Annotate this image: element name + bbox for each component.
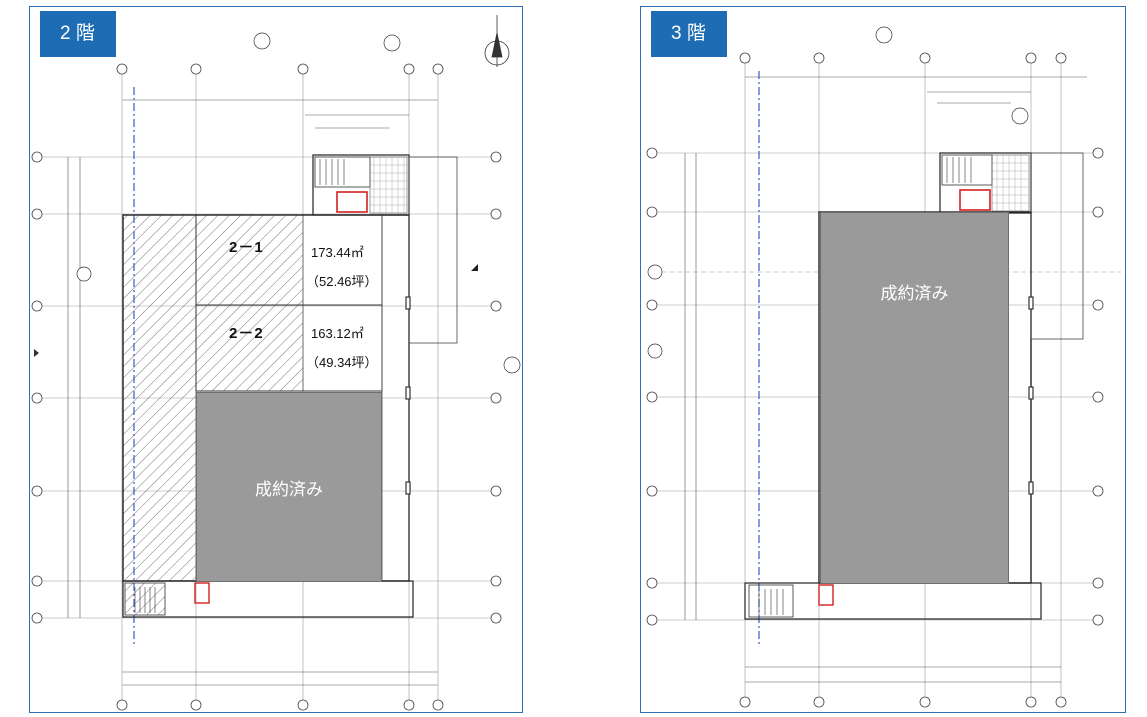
unit-area-2-1: 173.44㎡ — [311, 245, 364, 260]
sold-area-2f: 成約済み — [196, 392, 382, 582]
floor-label-2f: 2 階 — [40, 11, 116, 57]
floor-plan-3f-drawing — [646, 26, 1121, 708]
floor-label-3f: 3 階 — [651, 11, 727, 57]
sold-area-3f: 成約済み — [820, 212, 1009, 584]
unit-name-2-1: 2－1 — [229, 239, 264, 256]
floor-plan-3f: 3 階 成約済み — [640, 6, 1126, 713]
unit-tsubo-2-1: （52.46坪） — [306, 274, 378, 289]
sold-label-3f: 成約済み — [880, 283, 949, 303]
floor-plan-2f: 2 階 2－1 173.44㎡ （52.46坪） 2－2 163.12㎡ （49… — [29, 6, 523, 713]
unit-area-2-2: 163.12㎡ — [311, 326, 364, 341]
unit-tsubo-2-2: （49.34坪） — [306, 355, 378, 370]
unit-name-2-2: 2－2 — [229, 325, 264, 342]
floor-plan-2f-drawing — [31, 15, 521, 711]
